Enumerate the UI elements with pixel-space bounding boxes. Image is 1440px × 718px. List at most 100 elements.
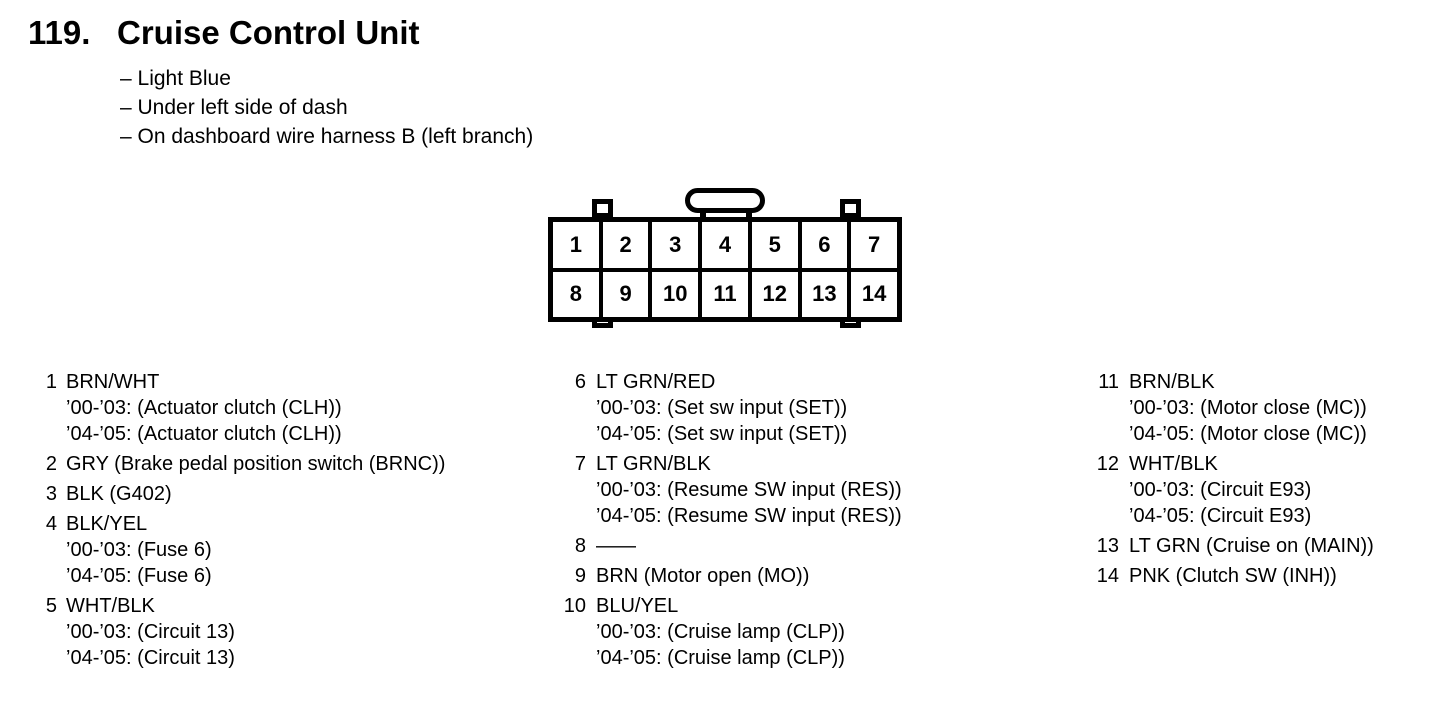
latch-stem-left <box>700 209 706 223</box>
pin-description: WHT/BLK ’00-’03: (Circuit 13) ’04-’05: (… <box>66 593 235 671</box>
pin-cell: 14 <box>851 271 897 317</box>
pin-cell: 5 <box>751 222 798 268</box>
note-line: – On dashboard wire harness B (left bran… <box>120 125 534 148</box>
pin-wire-color: GRY (Brake pedal position switch (BRNC)) <box>66 453 446 475</box>
connector-diagram: 1 2 3 4 5 6 7 8 9 10 11 12 13 14 <box>548 188 902 340</box>
pin-number: 8 <box>574 535 586 557</box>
pin-wire-color: PNK (Clutch SW (INH)) <box>1129 565 1337 587</box>
pin-entry: 13 LT GRN (Cruise on (MAIN)) <box>1086 533 1374 559</box>
pin-description: BRN/WHT ’00-’03: (Actuator clutch (CLH))… <box>66 369 342 447</box>
pin-list-column-2: 6 LT GRN/RED ’00-’03: (Set sw input (SET… <box>556 369 902 675</box>
pin-cell: 3 <box>652 222 699 268</box>
note-line: – Light Blue <box>120 67 231 90</box>
pin-function-line: ’04-’05: (Fuse 6) <box>66 565 212 587</box>
pin-entry: 9 BRN (Motor open (MO)) <box>556 563 902 589</box>
pin-entry: 11 BRN/BLK ’00-’03: (Motor close (MC)) ’… <box>1086 369 1374 447</box>
pin-function-line: ’00-’03: (Motor close (MC)) <box>1129 397 1367 419</box>
mount-tab-top-left <box>592 199 613 218</box>
pin-description: LT GRN/RED ’00-’03: (Set sw input (SET))… <box>596 369 847 447</box>
pin-function-line: ’04-’05: (Resume SW input (RES)) <box>596 505 902 527</box>
pin-wire-color: WHT/BLK <box>1129 453 1218 475</box>
pin-number: 7 <box>574 453 586 475</box>
pin-description: BLU/YEL ’00-’03: (Cruise lamp (CLP)) ’04… <box>596 593 845 671</box>
pin-wire-color: BLU/YEL <box>596 595 679 617</box>
notes-list: – Light Blue – Under left side of dash –… <box>120 64 533 151</box>
pin-number: 14 <box>1096 565 1119 587</box>
pin-cell: 8 <box>553 271 599 317</box>
pin-number: 13 <box>1096 535 1119 557</box>
pin-cell: 4 <box>702 222 748 268</box>
pin-wire-color: BLK (G402) <box>66 483 172 505</box>
pin-entry: 6 LT GRN/RED ’00-’03: (Set sw input (SET… <box>556 369 902 447</box>
pin-list-column-3: 11 BRN/BLK ’00-’03: (Motor close (MC)) ’… <box>1086 369 1374 593</box>
pin-entry: 12 WHT/BLK ’00-’03: (Circuit E93) ’04-’0… <box>1086 451 1374 529</box>
pin-entry: 3 BLK (G402) <box>33 481 445 507</box>
pin-description: LT GRN/BLK ’00-’03: (Resume SW input (RE… <box>596 451 902 529</box>
pin-entry: 8 —— <box>556 533 902 559</box>
pin-number: 9 <box>574 565 586 587</box>
connector-latch <box>685 188 765 213</box>
pin-cell: 10 <box>652 271 699 317</box>
pin-wire-color: BRN/BLK <box>1129 371 1215 393</box>
pin-entry: 14 PNK (Clutch SW (INH)) <box>1086 563 1374 589</box>
pin-number: 4 <box>45 513 57 535</box>
pin-description: BLK (G402) <box>66 481 172 507</box>
pin-no-connection-dash: —— <box>596 535 636 557</box>
pin-function-line: ’04-’05: (Set sw input (SET)) <box>596 423 848 445</box>
pin-function-line: ’00-’03: (Circuit 13) <box>66 621 235 643</box>
pin-function-line: ’00-’03: (Set sw input (SET)) <box>596 397 848 419</box>
pin-wire-color: BRN (Motor open (MO)) <box>596 565 810 587</box>
pin-description: PNK (Clutch SW (INH)) <box>1129 563 1337 589</box>
pin-description: GRY (Brake pedal position switch (BRNC)) <box>66 451 445 477</box>
pin-function-line: ’00-’03: (Resume SW input (RES)) <box>596 479 902 501</box>
pin-cell: 6 <box>801 222 848 268</box>
pin-function-line: ’04-’05: (Actuator clutch (CLH)) <box>66 423 342 445</box>
pin-function-line: ’04-’05: (Circuit E93) <box>1129 505 1312 527</box>
pin-entry: 1 BRN/WHT ’00-’03: (Actuator clutch (CLH… <box>33 369 445 447</box>
pin-description: —— <box>596 533 636 559</box>
pin-entry: 7 LT GRN/BLK ’00-’03: (Resume SW input (… <box>556 451 902 529</box>
pin-number: 12 <box>1096 453 1119 475</box>
pin-function-line: ’04-’05: (Motor close (MC)) <box>1129 423 1367 445</box>
pin-number: 6 <box>574 371 586 393</box>
pin-wire-color: LT GRN/RED <box>596 371 716 393</box>
connector-body: 1 2 3 4 5 6 7 8 9 10 11 12 13 14 <box>548 217 902 322</box>
pin-list-column-1: 1 BRN/WHT ’00-’03: (Actuator clutch (CLH… <box>33 369 446 675</box>
pin-description: BLK/YEL ’00-’03: (Fuse 6) ’04-’05: (Fuse… <box>66 511 212 589</box>
pin-entry: 5 WHT/BLK ’00-’03: (Circuit 13) ’04-’05:… <box>33 593 445 671</box>
pin-number: 5 <box>45 595 57 617</box>
pin-description: BRN (Motor open (MO)) <box>596 563 809 589</box>
pin-cell: 2 <box>602 222 649 268</box>
pin-number: 11 <box>1098 371 1119 393</box>
pin-cell: 13 <box>801 271 848 317</box>
pin-entry: 10 BLU/YEL ’00-’03: (Cruise lamp (CLP)) … <box>556 593 902 671</box>
pin-cell: 11 <box>702 271 748 317</box>
pin-number: 2 <box>45 453 57 475</box>
pin-function-line: ’04-’05: (Circuit 13) <box>66 647 235 669</box>
pin-description: LT GRN (Cruise on (MAIN)) <box>1129 533 1374 559</box>
pin-number: 1 <box>45 371 57 393</box>
pin-function-line: ’00-’03: (Circuit E93) <box>1129 479 1312 501</box>
pin-cell: 7 <box>851 222 897 268</box>
pin-description: BRN/BLK ’00-’03: (Motor close (MC)) ’04-… <box>1129 369 1367 447</box>
pin-number: 3 <box>45 483 57 505</box>
section-number: 119. <box>28 14 91 51</box>
note-line: – Under left side of dash <box>120 96 348 119</box>
pin-cell: 1 <box>553 222 599 268</box>
latch-stem-right <box>746 209 752 223</box>
pin-entry: 2 GRY (Brake pedal position switch (BRNC… <box>33 451 446 477</box>
pin-wire-color: LT GRN/BLK <box>596 453 711 475</box>
page-title: Cruise Control Unit <box>117 14 420 51</box>
pin-description: WHT/BLK ’00-’03: (Circuit E93) ’04-’05: … <box>1129 451 1311 529</box>
pin-function-line: ’00-’03: (Actuator clutch (CLH)) <box>66 397 342 419</box>
pin-function-line: ’04-’05: (Cruise lamp (CLP)) <box>596 647 845 669</box>
pin-entry: 4 BLK/YEL ’00-’03: (Fuse 6) ’04-’05: (Fu… <box>33 511 445 589</box>
pin-function-line: ’00-’03: (Cruise lamp (CLP)) <box>596 621 845 643</box>
pin-cell: 9 <box>602 271 649 317</box>
pin-number: 10 <box>563 595 586 617</box>
pin-wire-color: BRN/WHT <box>66 371 160 393</box>
pin-wire-color: LT GRN (Cruise on (MAIN)) <box>1129 535 1374 557</box>
pin-cell: 12 <box>751 271 798 317</box>
pin-wire-color: BLK/YEL <box>66 513 148 535</box>
